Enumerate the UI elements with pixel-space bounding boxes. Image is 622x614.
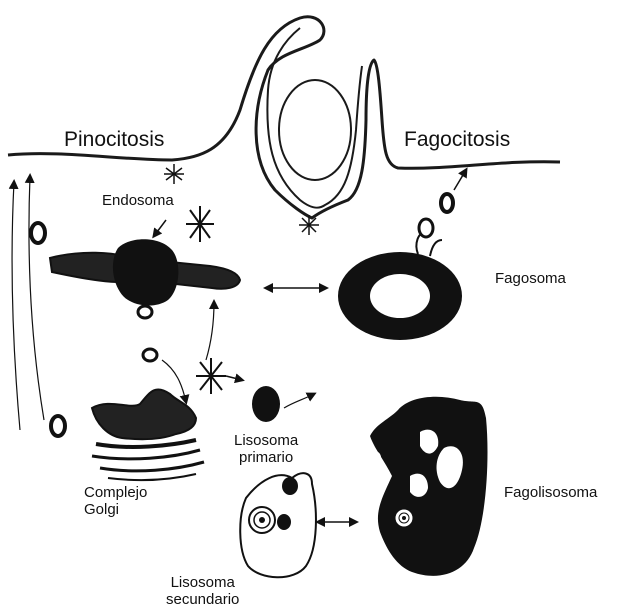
label-fagosoma: Fagosoma	[495, 270, 566, 287]
cell-membrane	[8, 17, 560, 218]
golgi-starburst	[196, 358, 226, 394]
cytoplasm-starburst	[186, 206, 214, 242]
secondary-lysosome-shape	[240, 473, 316, 577]
primary-lysosome-shape	[252, 386, 280, 422]
engulfed-particle	[279, 80, 351, 180]
membrane-starburst-center	[299, 215, 319, 235]
arrow-to-endosome-from-golgi	[206, 302, 214, 360]
label-lisosoma-primario: Lisosoma primario	[234, 432, 298, 466]
arrow-lysosome-out	[284, 394, 314, 408]
arrow-exocytosis-right	[454, 170, 466, 190]
arrow-recycle-left	[29, 176, 44, 420]
label-fagolisosoma: Fagolisosoma	[504, 484, 597, 501]
arrow-to-endosome	[154, 220, 166, 236]
label-pinocitosis: Pinocitosis	[64, 128, 164, 152]
endosome-shape	[50, 239, 240, 318]
golgi-shape	[92, 389, 204, 480]
label-endosoma: Endosoma	[102, 192, 174, 209]
vesicle-ring	[143, 349, 157, 361]
label-complejo-golgi: Complejo Golgi	[84, 484, 147, 518]
vesicle-ring	[31, 223, 45, 243]
vesicle-ring	[441, 194, 453, 212]
arrow-recycle-left-2	[12, 182, 20, 430]
arrow-star-to-lysosome	[226, 376, 242, 380]
vesicle-ring	[51, 416, 65, 436]
membrane-starburst-left	[164, 164, 184, 184]
label-lisosoma-secundario: Lisosoma secundario	[166, 574, 239, 608]
label-fagocitosis: Fagocitosis	[404, 128, 510, 152]
phagolysosome-shape	[368, 397, 487, 576]
